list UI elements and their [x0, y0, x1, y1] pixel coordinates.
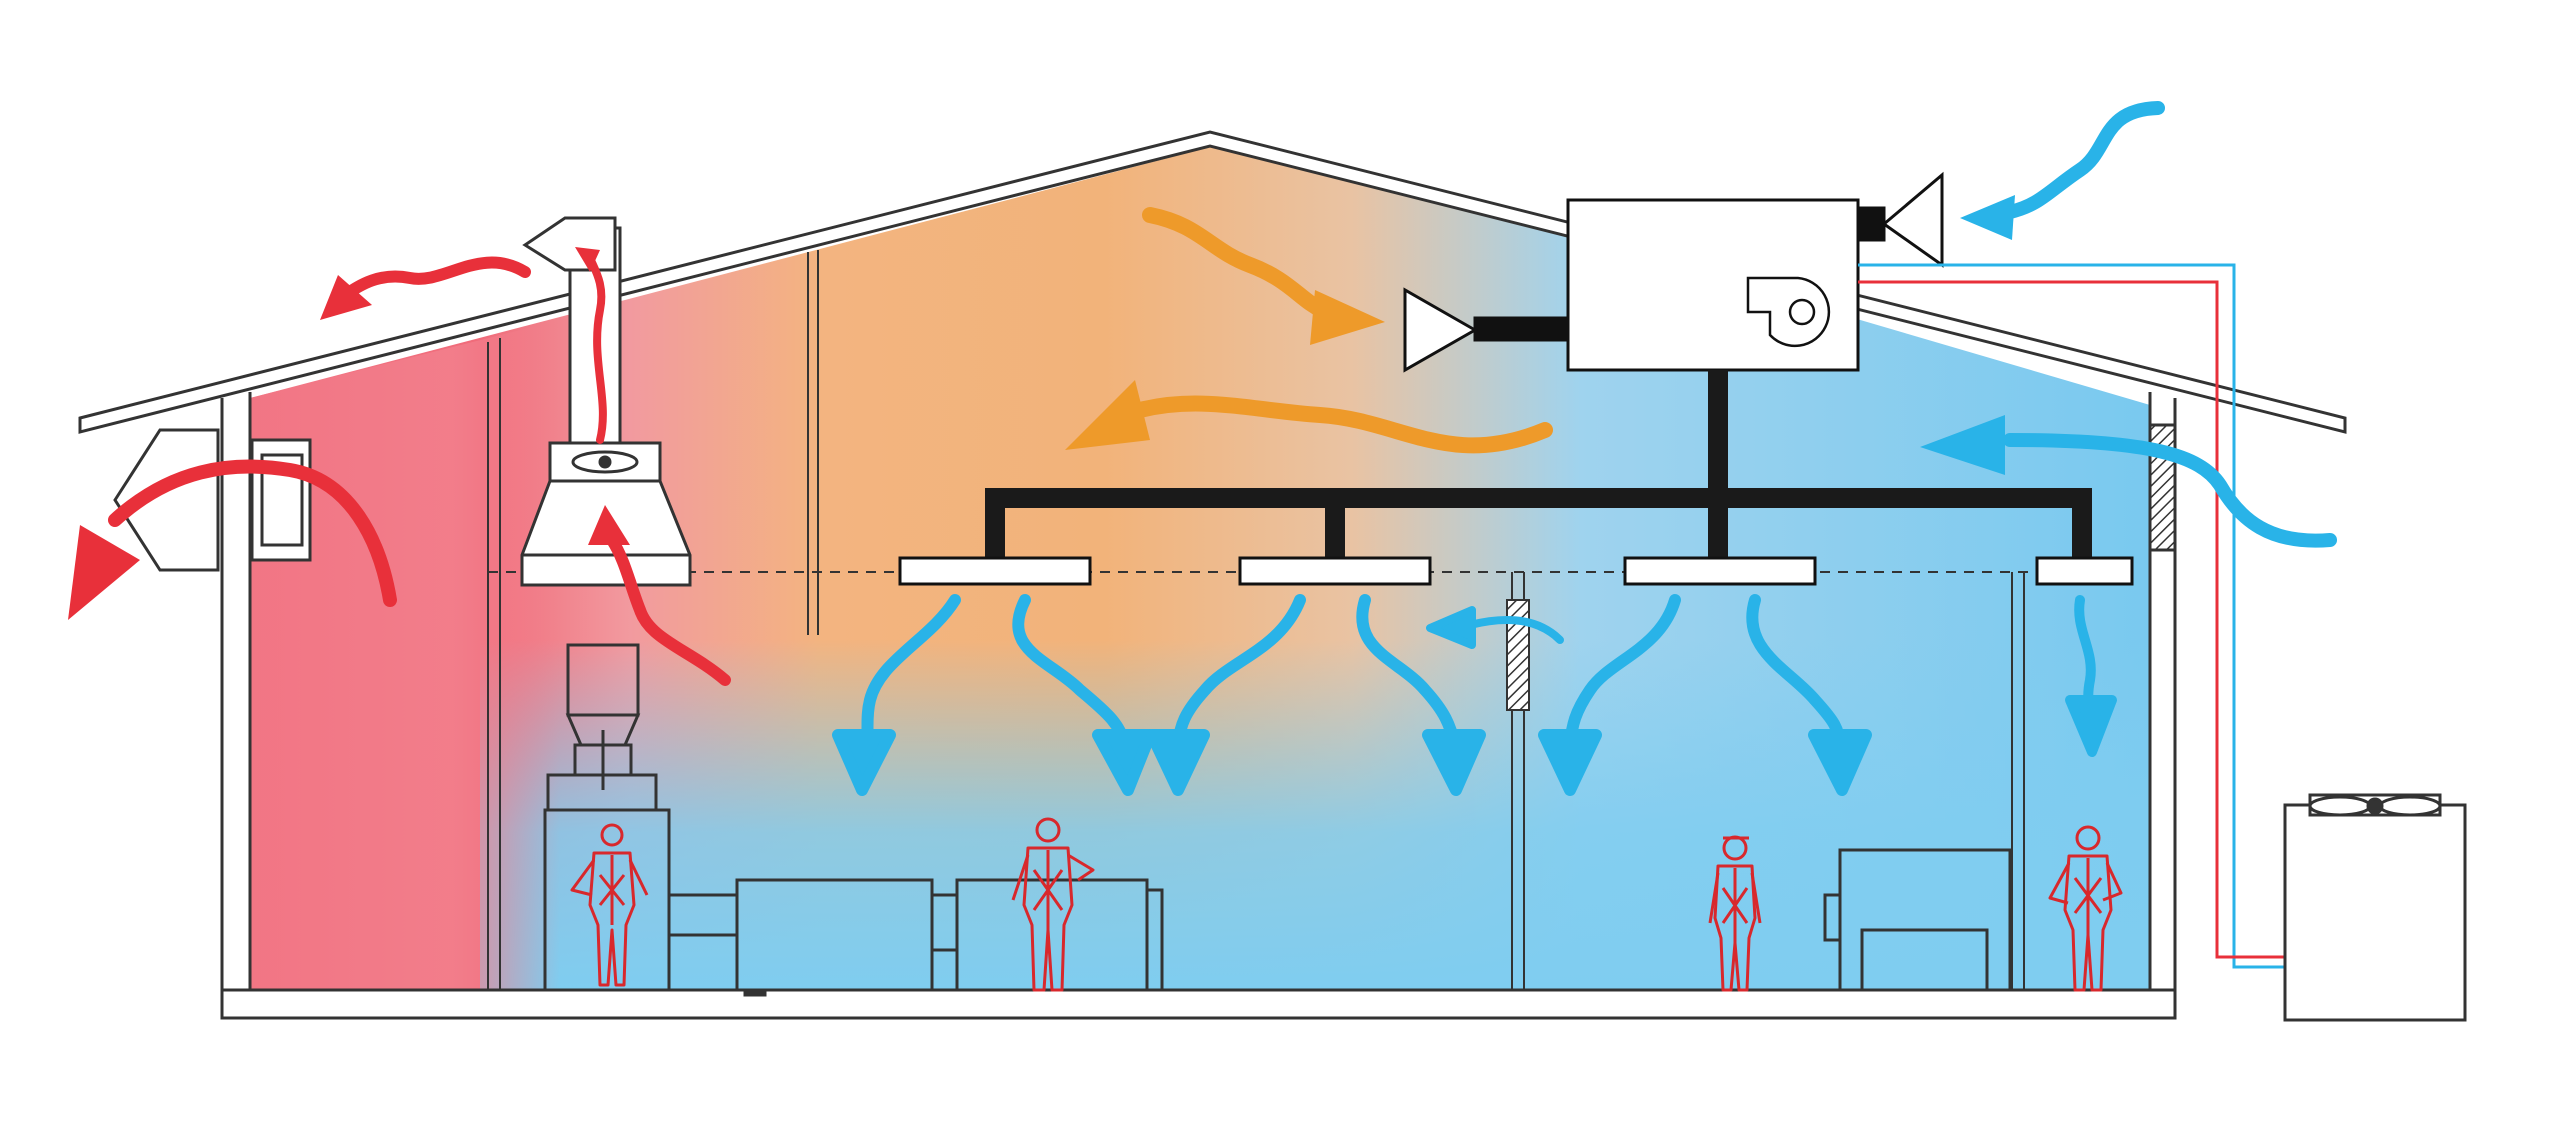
- worker-1: [570, 823, 649, 987]
- hot-wall-zone: [250, 320, 560, 990]
- transfer-air: [1426, 606, 1564, 649]
- outdoor-condenser: [2283, 793, 2467, 1022]
- diffuser-4: [2035, 556, 2134, 586]
- wall-exhaust: [68, 459, 397, 620]
- supply-air-d1: [832, 594, 1156, 796]
- hopper-machine: [543, 643, 671, 992]
- extruder-line: [667, 878, 1164, 997]
- supply-duct: [985, 370, 2092, 560]
- workers: [570, 817, 2123, 992]
- machinery: [543, 643, 2012, 997]
- diffuser-3: [1623, 556, 1817, 586]
- louver-air-intake: [1920, 415, 2337, 548]
- airflow-arrows: [68, 101, 2337, 796]
- roof-cap: [522, 216, 617, 272]
- fan-icon: [1746, 276, 1831, 348]
- ceiling-diffusers: [898, 556, 2134, 586]
- worker-4: [2048, 825, 2123, 992]
- building-shell: [78, 130, 2347, 1020]
- supply-air-d3: [1538, 594, 1872, 796]
- intake-cone: [1881, 171, 1944, 268]
- return-air-upper: [1142, 207, 1385, 345]
- boxed-machine: [1823, 848, 2012, 992]
- return-air-lower: [1065, 380, 1553, 454]
- roof-exhaust: [320, 256, 531, 320]
- worker-2: [1011, 817, 1095, 992]
- hood-exhaust-rising: [588, 505, 731, 686]
- transfer-grille: [1506, 599, 1530, 711]
- outside-air-intake: [1960, 101, 2165, 240]
- air-handling-unit: [1403, 171, 1944, 373]
- hood-stack-flow: [575, 247, 607, 444]
- wall-exhaust-fan: [113, 428, 312, 572]
- refrigerant-lines: [1858, 263, 2285, 969]
- diffuser-1: [898, 556, 1092, 586]
- supply-air-d4: [2065, 595, 2117, 757]
- cool-floor-zone: [480, 640, 2150, 990]
- wall-fan-icon: [113, 428, 220, 572]
- roof: [78, 130, 2347, 434]
- floor-slab: [220, 988, 2177, 1020]
- supply-cone: [1403, 287, 1479, 373]
- worker-3: [1708, 835, 1762, 992]
- supply-air-d2: [1146, 594, 1486, 796]
- diffuser-2: [1238, 556, 1432, 586]
